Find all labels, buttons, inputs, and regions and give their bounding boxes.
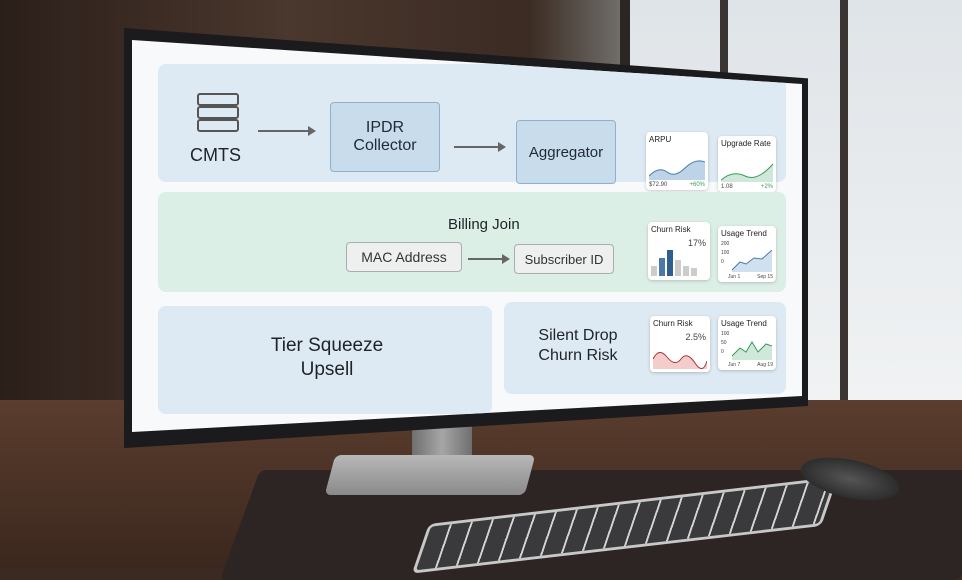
monitor-base: [324, 455, 536, 495]
tier-squeeze-label: Tier Squeeze Upsell: [270, 335, 384, 380]
arpu-delta: +60%: [689, 182, 705, 188]
churn-bar-chart: [651, 250, 697, 276]
aggregator-box: Aggregator: [516, 120, 616, 184]
usage-line-chart: [732, 341, 772, 360]
arrow: [258, 126, 316, 136]
arpu-card: ARPU $72.90 +60%: [646, 132, 708, 190]
card-title: Usage Trend: [721, 229, 767, 238]
card-title: Churn Risk: [651, 225, 691, 234]
churn-risk-card-2: Churn Risk 2.5%: [650, 316, 710, 372]
x-end: Aug 19: [757, 362, 773, 368]
upgrade-delta: +2%: [760, 184, 773, 190]
arrow: [468, 254, 510, 264]
churn-value: 2.5%: [685, 332, 706, 342]
ipdr-collector-box: IPDR Collector: [330, 102, 440, 172]
billing-join-title: Billing Join: [448, 216, 520, 233]
mac-address-box: MAC Address: [346, 242, 462, 272]
card-title: Upgrade Rate: [721, 139, 771, 148]
x-start: Jun 1: [728, 274, 741, 280]
card-title: Churn Risk: [653, 319, 693, 328]
churn-risk-card: Churn Risk 17%: [648, 222, 710, 280]
upgrade-value: 1.08: [721, 184, 733, 190]
upgrade-rate-card: Upgrade Rate 1.08 +2%: [718, 136, 776, 192]
x-start: Jun 7: [728, 362, 741, 368]
tier-squeeze-panel: [158, 306, 492, 414]
churn-value: 17%: [687, 238, 706, 248]
subscriber-id-box: Subscriber ID: [514, 244, 614, 274]
x-end: Sep 15: [757, 274, 773, 280]
monitor-screen: CMTS IPDR Collector Aggregator ARPU $72.…: [132, 40, 802, 432]
server-icon: [196, 92, 240, 134]
churn-line-chart: [653, 352, 707, 369]
usage-line-chart: [732, 250, 772, 272]
card-title: ARPU: [649, 135, 672, 144]
arpu-value: $72.90: [649, 182, 668, 188]
arrow: [454, 142, 506, 152]
upgrade-sparkline: [721, 163, 773, 182]
cmts-label: CMTS: [190, 145, 241, 165]
silent-drop-label: Silent Drop Churn Risk: [538, 327, 618, 364]
arpu-sparkline: [649, 160, 705, 180]
card-title: Usage Trend: [721, 319, 767, 328]
